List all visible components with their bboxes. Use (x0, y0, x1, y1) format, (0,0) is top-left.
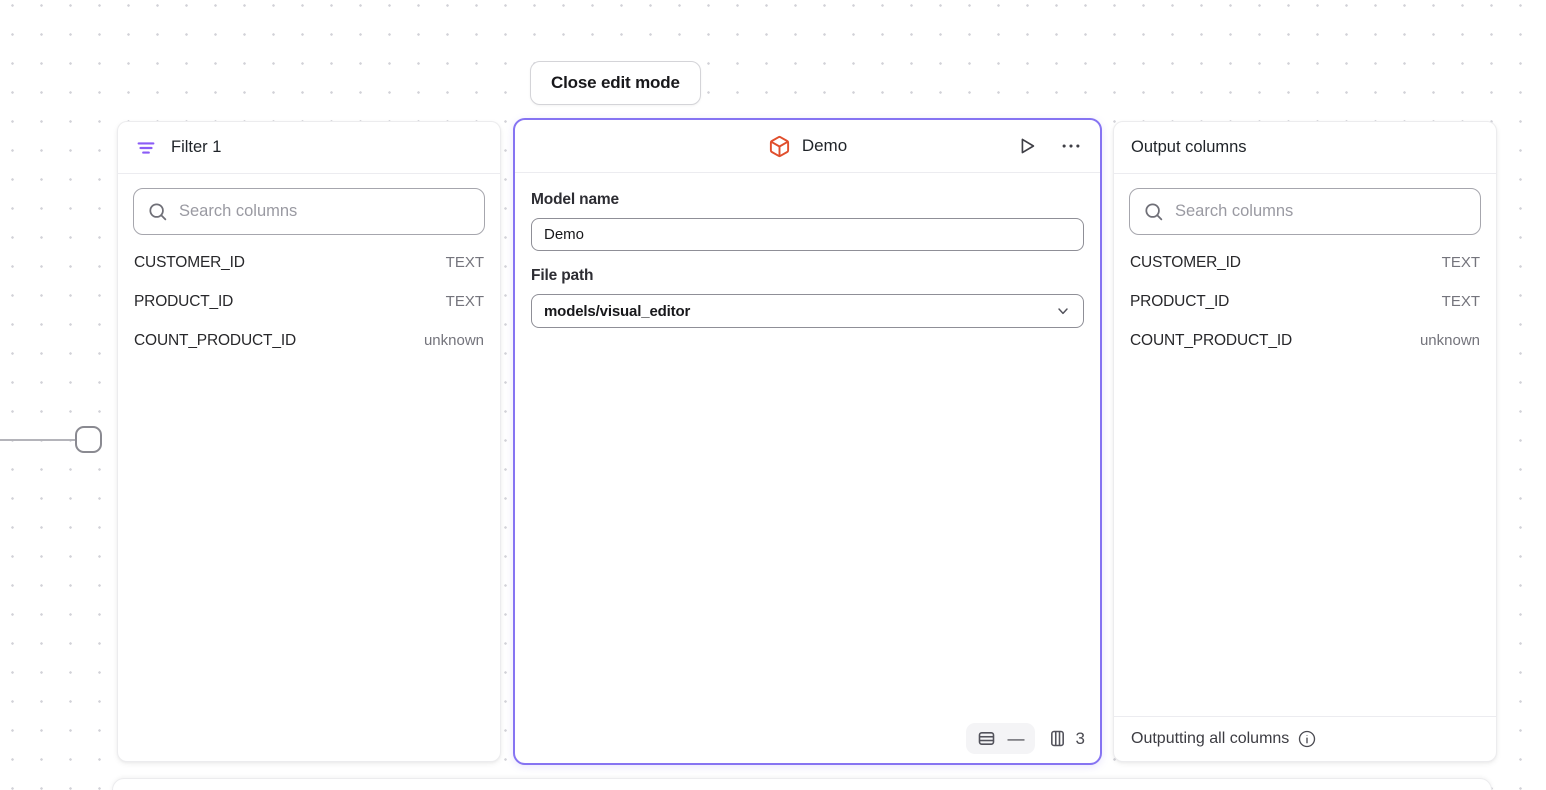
column-name: COUNT_PRODUCT_ID (1130, 331, 1293, 349)
column-row: PRODUCT_ID TEXT (1130, 282, 1480, 321)
connection-handle[interactable] (75, 426, 102, 453)
column-count-display: 3 (1047, 728, 1085, 749)
filter-panel-header: Filter 1 (118, 122, 500, 174)
output-footer-text: Outputting all columns (1131, 730, 1290, 747)
output-panel-header: Output columns (1114, 122, 1496, 174)
column-name: COUNT_PRODUCT_ID (134, 331, 297, 349)
column-row: PRODUCT_ID TEXT (134, 282, 484, 321)
output-columns-panel: Output columns CUSTOMER_ID TEXT PRODUCT_… (1113, 121, 1497, 762)
more-options-button[interactable] (1057, 132, 1085, 160)
output-column-list: CUSTOMER_ID TEXT PRODUCT_ID TEXT COUNT_P… (1130, 243, 1480, 360)
filter-column-list: CUSTOMER_ID TEXT PRODUCT_ID TEXT COUNT_P… (134, 243, 484, 360)
filter-search-input[interactable] (133, 188, 485, 235)
column-type: unknown (423, 332, 484, 349)
column-name: CUSTOMER_ID (1130, 253, 1241, 271)
chevron-down-icon (1055, 303, 1071, 319)
column-type: TEXT (1441, 254, 1480, 271)
row-count-control[interactable]: — (965, 723, 1035, 754)
column-row: COUNT_PRODUCT_ID unknown (134, 321, 484, 360)
column-type: TEXT (1441, 293, 1480, 310)
row-count-value: — (1007, 729, 1025, 748)
info-icon[interactable] (1297, 729, 1317, 749)
column-name: CUSTOMER_ID (134, 253, 245, 271)
output-search-input[interactable] (1129, 188, 1481, 235)
model-name-input[interactable] (531, 218, 1084, 251)
column-row: CUSTOMER_ID TEXT (134, 243, 484, 282)
model-stats-footer: — 3 (965, 723, 1085, 754)
close-edit-mode-button[interactable]: Close edit mode (530, 61, 701, 105)
filter-node-panel[interactable]: Filter 1 CUSTOMER_ID TEXT PRODUCT_ID TEX… (117, 121, 501, 762)
file-path-label: File path (531, 267, 594, 284)
filter-panel-title: Filter 1 (171, 138, 222, 156)
model-node-panel: Demo Model name Fi (513, 118, 1102, 765)
column-count-value: 3 (1075, 728, 1085, 748)
file-path-select[interactable]: models/visual_editor (531, 294, 1084, 328)
model-panel-title: Demo (801, 136, 848, 155)
column-row: CUSTOMER_ID TEXT (1130, 243, 1480, 282)
run-model-button[interactable] (1013, 132, 1041, 160)
table-columns-icon (1047, 728, 1068, 749)
cube-icon (768, 135, 791, 158)
model-name-label: Model name (531, 191, 620, 208)
filter-lines-icon (135, 137, 157, 159)
model-panel-header: Demo (515, 120, 1100, 173)
column-type: TEXT (445, 293, 484, 310)
column-name: PRODUCT_ID (134, 292, 234, 310)
column-name: PRODUCT_ID (1130, 292, 1230, 310)
column-type: unknown (1419, 332, 1480, 349)
column-row: COUNT_PRODUCT_ID unknown (1130, 321, 1480, 360)
output-panel-footer: Outputting all columns (1114, 716, 1496, 761)
table-rows-icon (976, 728, 997, 749)
connection-edge (0, 439, 77, 441)
results-drawer-panel[interactable] (112, 778, 1492, 790)
file-path-value: models/visual_editor (544, 302, 691, 320)
output-panel-title: Output columns (1131, 138, 1247, 156)
column-type: TEXT (445, 254, 484, 271)
